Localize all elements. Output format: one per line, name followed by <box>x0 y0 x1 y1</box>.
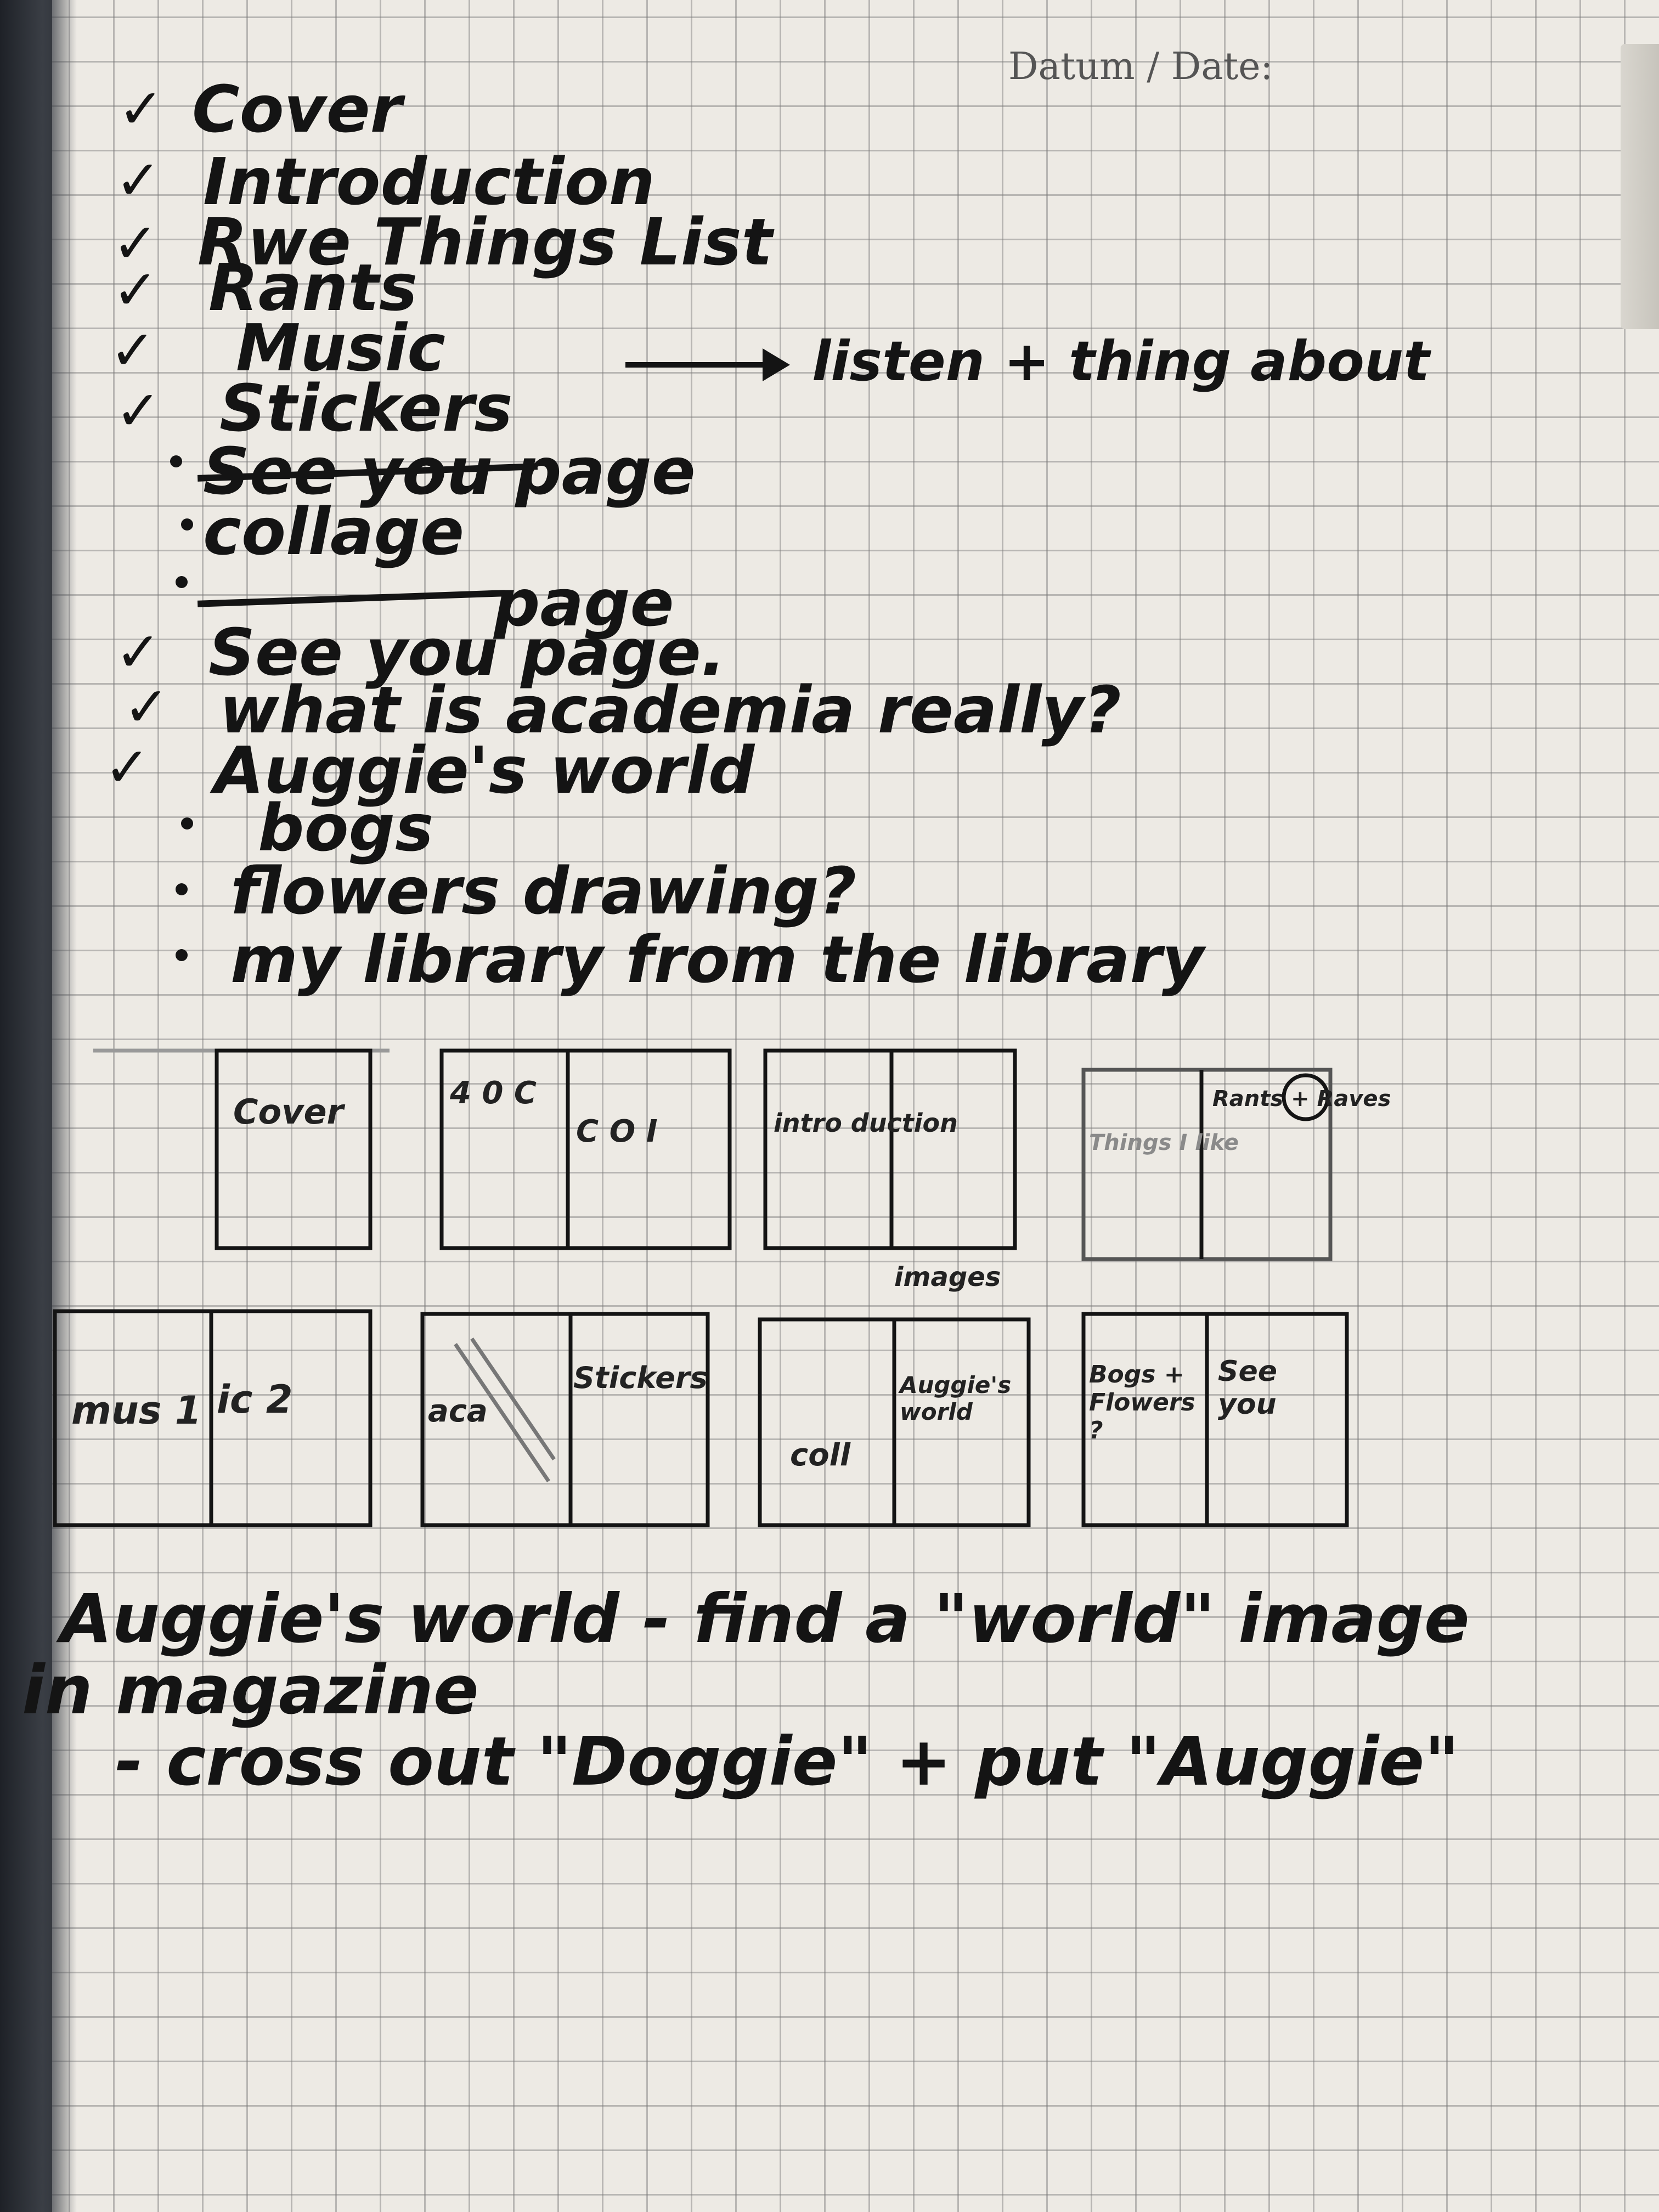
spread-bogs <box>1084 1314 1347 1525</box>
grid-paper <box>52 0 1659 2212</box>
list-item: bogs <box>258 790 434 866</box>
check-mark-icon: ✓ <box>115 379 161 443</box>
list-item: what is academia really? <box>219 672 1121 748</box>
sketch-label: See you <box>1218 1355 1277 1421</box>
list-item: my library from the library <box>230 922 1204 997</box>
footer-note-line: in magazine <box>22 1651 479 1729</box>
check-mark-icon: ✓ <box>123 675 170 739</box>
spread-intro <box>765 1051 1015 1248</box>
sketch-label: intro duction <box>774 1108 958 1138</box>
check-mark-icon: ✓ <box>118 77 164 141</box>
bullet-icon <box>176 949 188 961</box>
list-item: Stickers <box>219 370 513 446</box>
bullet-icon <box>170 455 182 467</box>
sketch-annotation: images <box>894 1262 1001 1293</box>
check-mark-icon: ✓ <box>115 148 161 212</box>
list-item: Rwe Things List <box>198 204 772 280</box>
list-item: Rants <box>208 250 418 325</box>
bullet-icon <box>181 817 193 830</box>
bullet-icon <box>176 576 188 588</box>
sketch-label: Stickers <box>573 1361 708 1395</box>
sketch-label: Bogs + Flowers ? <box>1089 1361 1195 1444</box>
list-item: flowers drawing? <box>230 853 857 929</box>
list-item: Music <box>236 310 446 386</box>
sketch-label: ic 2 <box>217 1377 293 1422</box>
arrow-icon <box>625 362 768 368</box>
bullet-icon <box>181 518 193 531</box>
list-item: Auggie's world <box>214 732 755 808</box>
sketch-label: Rants + Raves <box>1212 1086 1391 1111</box>
sketch-label: Things I like <box>1089 1130 1239 1155</box>
footer-note-line: - cross out "Doggie" + put "Auggie" <box>115 1723 1459 1801</box>
sketch-label: Cover <box>233 1092 344 1132</box>
sketch-label: C O I <box>576 1114 658 1149</box>
sketch-label: coll <box>790 1437 851 1473</box>
music-note: listen + thing about <box>812 329 1430 393</box>
list-item: page <box>494 565 674 641</box>
spread-auggie <box>760 1319 1029 1525</box>
spread-toc <box>442 1051 730 1248</box>
list-item: See you page. <box>208 614 726 690</box>
arrow-head-icon <box>763 348 790 381</box>
check-mark-icon: ✓ <box>115 620 161 684</box>
spread-rants <box>1084 1070 1330 1259</box>
spread-music <box>55 1311 370 1525</box>
spread-stickers <box>422 1314 708 1525</box>
sketch-label: mus 1 <box>71 1388 202 1433</box>
notebook-cover-edge <box>0 0 77 2212</box>
check-mark-icon: ✓ <box>104 735 150 799</box>
list-item: Introduction <box>203 144 655 219</box>
sketch-label: Auggie's world <box>900 1372 1012 1425</box>
sketch-label: aca <box>428 1393 488 1429</box>
footer-note-line: Auggie's world - find a "world" image <box>60 1580 1470 1658</box>
check-mark-icon: ✓ <box>112 211 159 275</box>
sketch-label: 4 0 C <box>450 1075 537 1111</box>
spread-cover <box>93 1051 390 1248</box>
bullet-icon <box>176 883 188 895</box>
list-item: collage <box>203 494 465 569</box>
check-mark-icon: ✓ <box>112 258 159 322</box>
check-mark-icon: ✓ <box>110 318 156 382</box>
page-tabs <box>1621 44 1659 329</box>
date-label: Datum / Date: <box>1008 45 1273 88</box>
list-item: Cover <box>192 71 402 147</box>
